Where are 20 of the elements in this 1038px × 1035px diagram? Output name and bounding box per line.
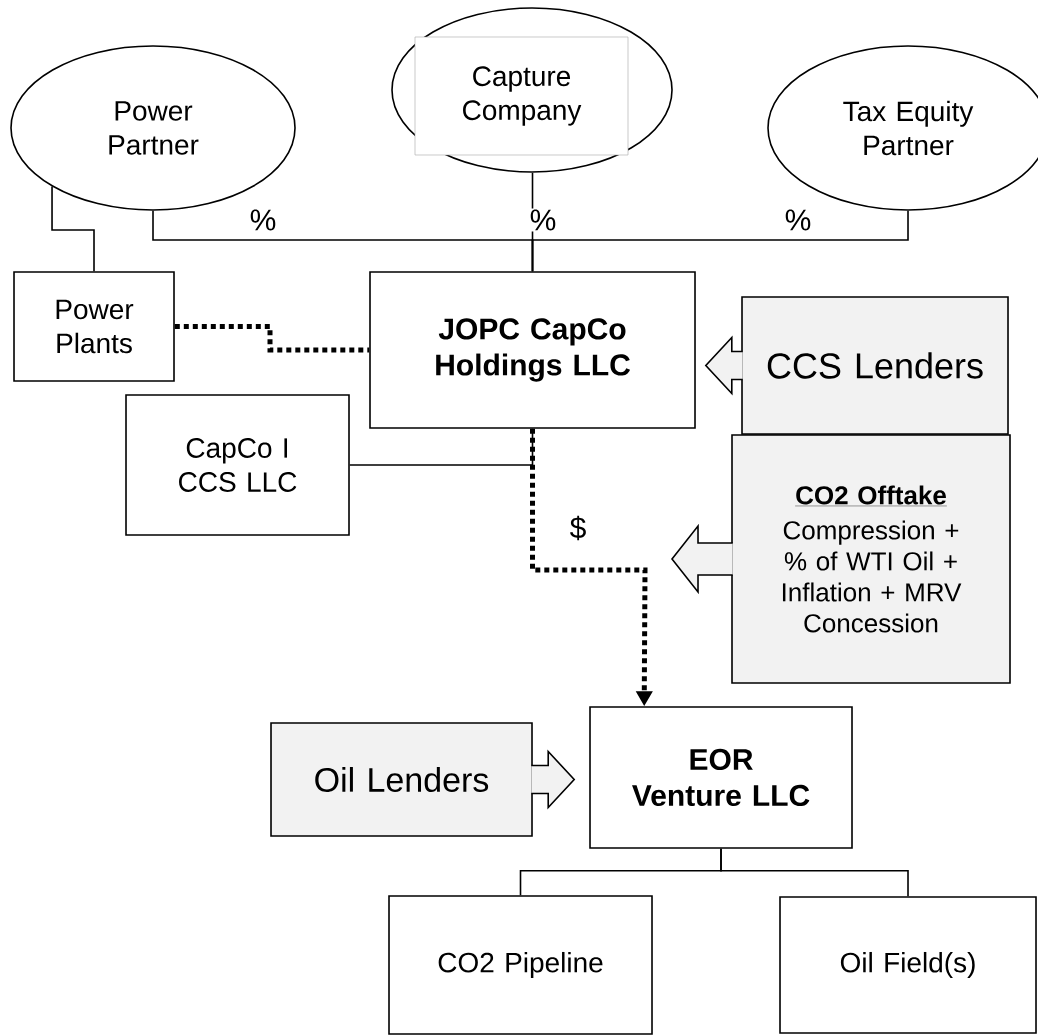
entity-box: CapCo I CCS LLC	[125, 394, 350, 536]
block-arrow	[704, 335, 744, 396]
edge-label: %	[528, 208, 558, 232]
entity-box: EOR Venture LLC	[589, 706, 853, 849]
block-arrow	[530, 749, 576, 810]
connector-line	[720, 848, 909, 897]
entity-box: JOPC CapCo Holdings LLC	[369, 271, 696, 429]
edge-label: $	[568, 514, 588, 542]
connector-line	[531, 210, 909, 272]
lender-box: CO2 Offtake Compression + % of WTI Oil + Inflation + MRV Concession	[731, 434, 1011, 684]
dotted-line	[174, 324, 370, 353]
entity-box: Oil Field(s)	[779, 896, 1037, 1034]
lender-box: CCS Lenders	[741, 296, 1009, 435]
edge-label: %	[783, 208, 813, 232]
block-arrow	[671, 523, 734, 595]
entity-box: Power Plants	[13, 271, 175, 382]
entity-box: CO2 Pipeline	[388, 895, 653, 1035]
connector-line	[51, 185, 95, 272]
edge-label: %	[248, 208, 278, 232]
lender-box: Oil Lenders	[270, 722, 533, 837]
